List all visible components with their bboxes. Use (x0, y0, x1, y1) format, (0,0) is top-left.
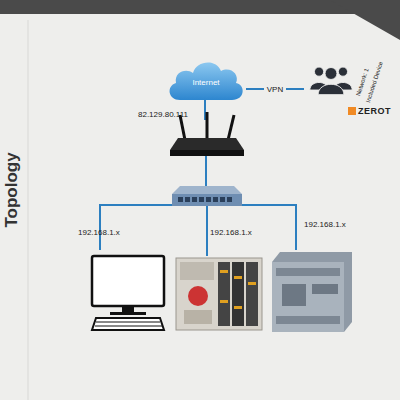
cloud-node: Internet (166, 56, 246, 102)
page-rule (28, 20, 29, 400)
person (314, 67, 323, 76)
person (325, 68, 337, 80)
pc-icon (92, 256, 164, 330)
network-info: Included Device (365, 61, 384, 103)
person (338, 67, 347, 76)
page-heading: Topology (2, 152, 22, 227)
subnet-label: 192.168.1.x (304, 220, 346, 229)
ip-address: 82.129.80.111 (138, 110, 188, 119)
subnet-label: 192.168.1.x (210, 228, 252, 237)
logo-text: ZEROT (358, 106, 391, 116)
node-text: Internet (192, 78, 219, 87)
switch-icon (172, 186, 242, 206)
plc-icon (272, 252, 352, 332)
subnet-label: 192.168.1.x (78, 228, 120, 237)
vpn-network-node: Network: 1Included DeviceZEROT (304, 56, 397, 120)
plc-icon (176, 258, 262, 330)
edge-label: VPN (264, 85, 286, 94)
carpet (330, 0, 400, 40)
people-icon (308, 62, 354, 96)
wire (205, 156, 207, 186)
logo-mark (348, 107, 356, 115)
cloud-outline (170, 63, 243, 100)
person (318, 84, 344, 94)
lan-wire (100, 205, 296, 256)
